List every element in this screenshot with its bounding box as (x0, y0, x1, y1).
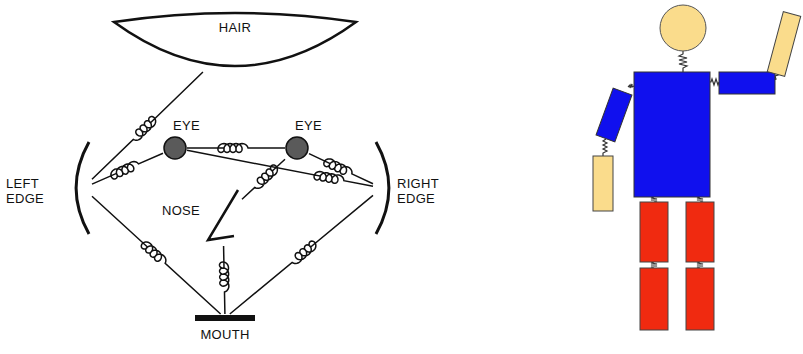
shoulder-spring (710, 79, 719, 85)
part-label: NOSE (162, 203, 200, 218)
thigh-block (640, 202, 668, 262)
shoulder-spring (628, 84, 634, 88)
shape-outline (373, 140, 391, 236)
mouth-bar (195, 315, 255, 321)
nose-part: NOSE (204, 188, 242, 246)
shape-outline (204, 188, 242, 246)
shape-outline (74, 140, 92, 236)
knee-spring (651, 262, 657, 268)
torso-block (634, 72, 710, 197)
part-label: MOUTH (200, 327, 249, 342)
figure-springs (603, 51, 778, 268)
edge-part: RIGHT EDGE (373, 140, 391, 236)
spring-connector (219, 246, 228, 314)
part-label: EYE (173, 118, 200, 133)
shin-block (686, 268, 714, 330)
spring-connector (92, 196, 221, 314)
part-label: EYE (295, 118, 322, 133)
knee-spring (697, 262, 703, 268)
thigh-block (686, 202, 714, 262)
edge-bracket (76, 142, 89, 234)
shape-outline (195, 314, 255, 322)
part-label: RIGHT EDGE (397, 176, 453, 206)
hip-spring (651, 197, 657, 202)
edge-bracket (376, 142, 389, 234)
shape-outline (163, 136, 187, 160)
eye-dot (286, 137, 308, 159)
upper-arm-block (719, 72, 775, 94)
shape-outline (112, 10, 358, 72)
shape-outline (285, 136, 309, 160)
edge-part: LEFT EDGE (74, 140, 92, 236)
nose-stroke (208, 190, 238, 240)
hair-part: HAIR (112, 10, 358, 72)
spring-connector (187, 150, 373, 186)
spring-connector (230, 195, 373, 314)
spring-connector (242, 159, 285, 199)
forearm-block (767, 12, 800, 77)
hip-spring (697, 197, 703, 202)
neck-spring (679, 51, 687, 72)
hair-outline (114, 13, 356, 66)
part-label: HAIR (219, 20, 251, 35)
spring-connector (187, 144, 285, 153)
head-circle (660, 5, 706, 51)
mouth-part: MOUTH (195, 314, 255, 322)
spring-connector (92, 153, 163, 184)
forearm-block (593, 156, 613, 211)
eye-part: EYE (285, 136, 309, 160)
shin-block (640, 268, 668, 330)
eye-part: EYE (163, 136, 187, 160)
eye-dot (164, 137, 186, 159)
upper-arm-block (596, 88, 632, 142)
elbow-spring (603, 139, 607, 156)
spring-connector (92, 72, 203, 179)
part-label: LEFT EDGE (6, 176, 62, 206)
